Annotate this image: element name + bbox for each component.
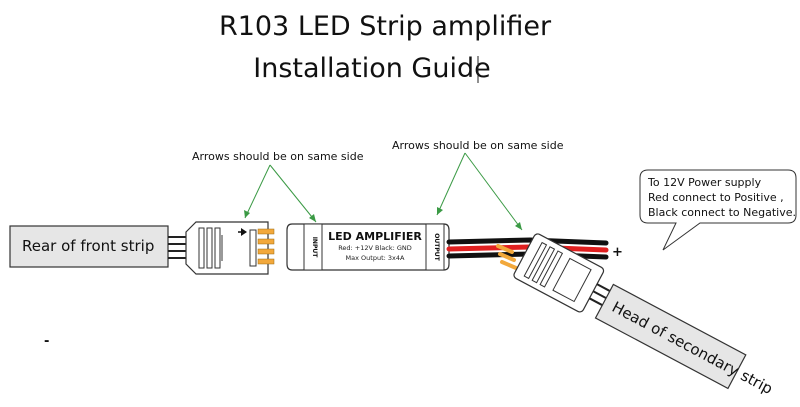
positive-sign: + (612, 245, 623, 260)
amplifier-input-label: INPUT (311, 237, 318, 259)
secondary-connector (513, 233, 612, 313)
left-connector-pins (257, 228, 275, 265)
front-wires (168, 236, 186, 259)
callout-line-2: Red connect to Positive , (648, 191, 784, 204)
amplifier-output-label: OUTPUT (433, 233, 440, 261)
green-arrowheads (244, 207, 522, 230)
title-line-1: R103 LED Strip amplifier (219, 11, 552, 42)
callout-line-3: Black connect to Negative. (648, 206, 796, 219)
amplifier-name: LED AMPLIFIER (328, 230, 422, 243)
secondary-strip-label: Head of secondary strip (609, 298, 776, 398)
negative-sign: - (44, 334, 49, 349)
power-callout: To 12V Power supply Red connect to Posit… (639, 169, 797, 251)
front-strip: Rear of front strip (9, 225, 169, 268)
amplifier-spec-1: Red: +12V Black: GND (338, 244, 412, 252)
left-connector (185, 221, 269, 275)
amplifier-spec-2: Max Output: 3x4A (346, 254, 405, 262)
front-strip-label: Rear of front strip (22, 237, 154, 255)
arrows-note-left: Arrows should be on same side (192, 150, 364, 163)
green-pointer-lines (244, 152, 523, 231)
led-amplifier: LED AMPLIFIER Red: +12V Black: GND Max O… (286, 223, 450, 271)
callout-line-1: To 12V Power supply (647, 176, 762, 189)
title-line-2: Installation Guide (253, 53, 490, 84)
output-pins (496, 244, 518, 270)
arrows-note-right: Arrows should be on same side (392, 139, 564, 152)
secondary-strip: Head of secondary strip (594, 283, 776, 398)
